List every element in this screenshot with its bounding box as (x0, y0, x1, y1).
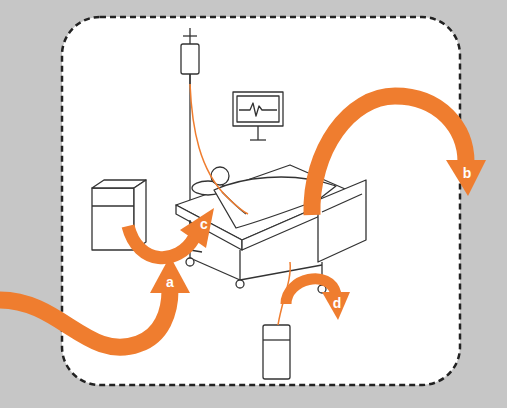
iv-drip (189, 74, 190, 84)
callout-letter: a (166, 274, 174, 290)
monitor-screen (237, 96, 279, 122)
callout-letter: d (333, 295, 342, 311)
arrow-b-head (446, 160, 486, 196)
callout-letter: b (463, 165, 472, 181)
monitor-mount (250, 139, 266, 140)
arrow-heads (150, 160, 486, 320)
equipment (92, 28, 366, 379)
iv-hook (183, 35, 197, 36)
arrow-a-body (0, 290, 170, 347)
bed-wheel (236, 280, 244, 288)
patient-zone-border (62, 17, 460, 385)
zone-arrows (0, 96, 466, 347)
iv-tube (190, 84, 248, 214)
arrow-d-head (322, 292, 350, 320)
iv-bag (181, 44, 199, 74)
bed-frame (190, 258, 240, 280)
cabinet-drawer (92, 205, 134, 206)
bed-leg (239, 250, 240, 280)
arrow-b-body (312, 96, 466, 215)
footboard-rail (322, 194, 362, 212)
arrow-a-head (150, 256, 190, 293)
callout-letter: c (200, 216, 208, 232)
monitor-arm (257, 126, 258, 140)
heartbeat-trace (239, 103, 277, 116)
arrow-c-head (180, 208, 214, 248)
drainage-bag (263, 325, 290, 379)
monitor (233, 92, 283, 126)
bed-wheel (186, 258, 194, 266)
bag-mark (263, 339, 290, 340)
patient-head (211, 167, 229, 185)
